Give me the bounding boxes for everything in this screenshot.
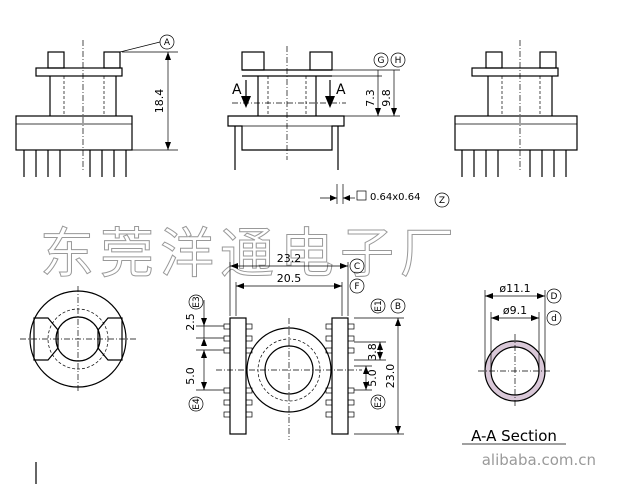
dim-18-4: 18.4 <box>153 89 166 114</box>
dim-5-0-right: 5.0 <box>366 369 379 387</box>
front-pins <box>23 150 127 177</box>
label-H-circle: H <box>395 56 402 66</box>
label-d-circle: d <box>551 314 557 324</box>
label-E1-circle: E1 <box>374 300 384 311</box>
dim-3-8: 3.8 <box>366 343 379 361</box>
right-terminals <box>325 323 355 418</box>
dim-9-8: 9.8 <box>380 89 393 107</box>
section-mark-left: A <box>232 82 242 98</box>
site-watermark: alibaba.com.cn <box>482 451 596 469</box>
dim-id-9-1: ø9.1 <box>503 304 527 317</box>
section-mark-right: A <box>336 82 346 98</box>
label-E4-circle: E4 <box>192 398 202 410</box>
plan-view-main: 23.2 20.5 C F 2.5 5.0 E3 E4 3.8 <box>184 252 406 440</box>
plan-view-small <box>20 286 136 392</box>
rear-pins <box>461 150 567 177</box>
left-terminals <box>223 323 253 418</box>
dim-20-5: 20.5 <box>277 272 302 285</box>
label-B-circle: B <box>395 302 401 312</box>
label-E2-circle: E2 <box>374 396 384 407</box>
label-C-circle: C <box>354 262 360 272</box>
watermark-text: 东莞洋通电子厂 <box>40 222 460 285</box>
label-E3-circle: E3 <box>192 296 202 307</box>
dim-5-0-left: 5.0 <box>184 367 197 385</box>
label-G-circle: G <box>378 56 385 66</box>
dim-2-5: 2.5 <box>184 313 197 331</box>
label-F-circle: F <box>354 282 359 292</box>
pin-note-text: 0.64x0.64 <box>370 192 420 203</box>
label-D-circle: D <box>551 292 558 302</box>
section-view: ø11.1 ø9.1 D d A-A Section <box>462 282 566 445</box>
dim-23-2: 23.2 <box>277 252 302 265</box>
label-A-circle: A <box>164 38 171 48</box>
dim-od-11-1: ø11.1 <box>499 282 530 295</box>
dim-7-3: 7.3 <box>364 89 377 107</box>
front-view: 18.4 A <box>15 34 178 177</box>
side-view: A A 7.3 9.8 G H <box>227 46 406 170</box>
rear-view <box>454 40 578 177</box>
label-Z-circle: Z <box>439 196 445 206</box>
section-title: A-A Section <box>471 427 557 445</box>
dim-23-0: 23.0 <box>384 364 397 389</box>
pin-note: 0.64x0.64 Z <box>320 184 450 208</box>
